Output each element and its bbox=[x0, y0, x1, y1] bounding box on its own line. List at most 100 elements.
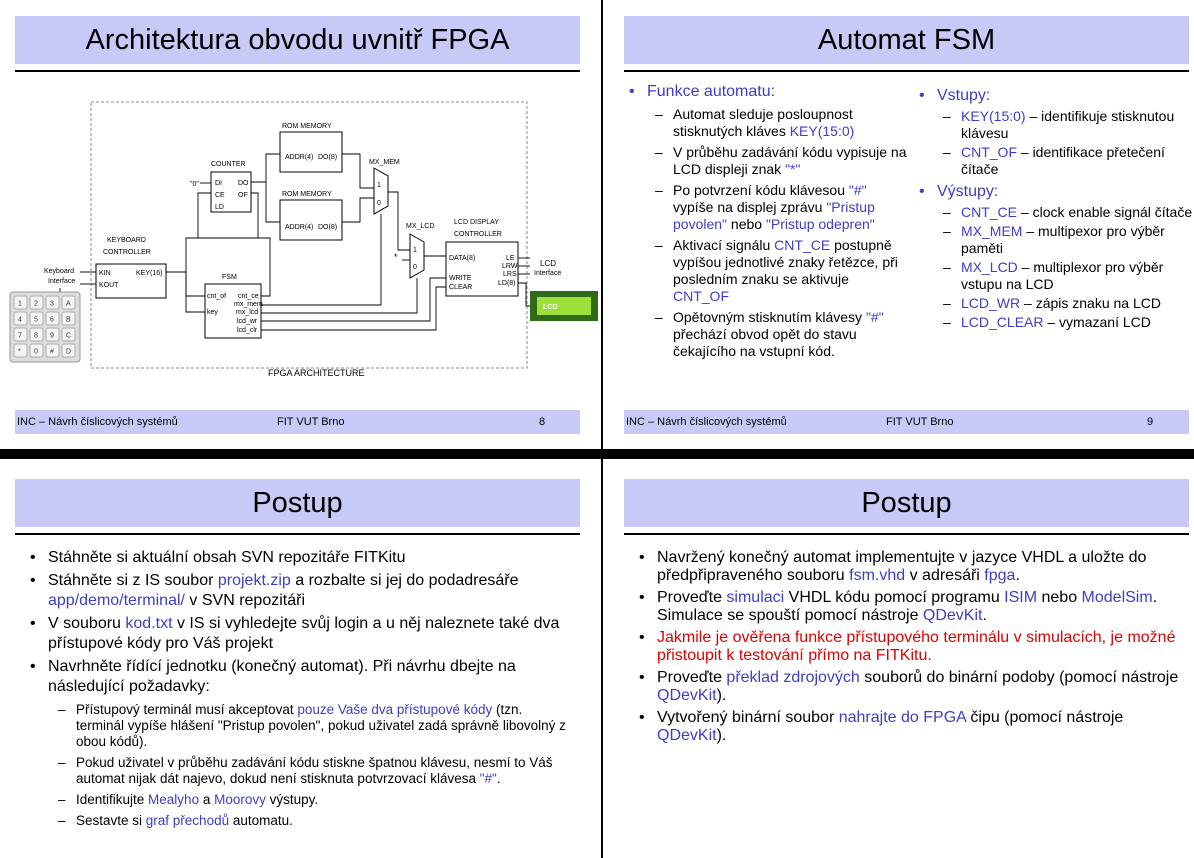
text-run: souborů do binární podoby (pomocí nástro… bbox=[859, 669, 1179, 686]
text-run: pouze Vaše dva přístupové kódy bbox=[297, 702, 493, 717]
fsm-port-lcd-clr: lcd_clr bbox=[237, 327, 258, 334]
text-run: v adresáři bbox=[905, 567, 985, 584]
text-run: QDevKit bbox=[657, 687, 717, 704]
mx-mem-in1: 1 bbox=[377, 182, 381, 189]
text-run: "Pristup odepren" bbox=[765, 216, 875, 232]
title-rule bbox=[624, 70, 1189, 72]
step-item: Proveďte překlad zdrojových souborů do b… bbox=[635, 669, 1180, 705]
requirement-item: Sestavte si graf přechodů automatu. bbox=[56, 813, 571, 829]
text-run: Jakmile je ověřena funkce přístupového t… bbox=[657, 629, 1176, 664]
text-run: postupně vypíšou jednotlivé znaky řetězc… bbox=[673, 237, 898, 287]
slide-architecture: Architektura obvodu uvnitř FPGA ROM MEMO… bbox=[0, 0, 601, 449]
text-run: "Pristup povolen" bbox=[673, 199, 875, 232]
input-item: KEY(15:0) – identifikuje stisknutou kláv… bbox=[941, 108, 1193, 142]
counter-port-do: DO bbox=[238, 180, 249, 187]
step-item: Vytvořený binární soubor nahrajte do FPG… bbox=[635, 709, 1180, 745]
lcd-port-lrw: LRW bbox=[502, 263, 518, 270]
kb-port-kout: KOUT bbox=[99, 282, 119, 289]
text-run: Moorovy bbox=[214, 792, 266, 807]
title-rule bbox=[15, 70, 580, 72]
slide-postup-2: Postup Navržený konečný automat implemen… bbox=[603, 459, 1194, 858]
text-run: – identifikace přetečení čítače bbox=[961, 144, 1165, 177]
keypad-key-label: 8 bbox=[34, 333, 38, 340]
text-run: překlad zdrojových bbox=[726, 669, 860, 686]
text-run: Pokud uživatel v průběhu zadávání kódu s… bbox=[76, 755, 553, 786]
slide-title: Architektura obvodu uvnitř FPGA bbox=[15, 16, 580, 64]
text-run: Identifikujte bbox=[76, 792, 149, 807]
text-run: MX_MEM bbox=[961, 223, 1023, 239]
keypad-key-label: 7 bbox=[18, 333, 22, 340]
rom1-port-addr: ADDR(4) bbox=[285, 154, 313, 161]
counter-input: "0" bbox=[190, 181, 199, 188]
keypad-key bbox=[29, 343, 44, 358]
function-item: Po potvrzení kódu klávesou "#" vypíše na… bbox=[653, 182, 907, 233]
mx-mem-label: MX_MEM bbox=[369, 159, 400, 166]
keypad-key-label: 5 bbox=[34, 317, 38, 324]
lcd-title-1: LCD DISPLAY bbox=[454, 219, 499, 226]
text-run: KEY(15:0) bbox=[961, 108, 1026, 124]
text-run: "#" bbox=[479, 771, 497, 786]
function-heading: Funkce automatu: bbox=[625, 82, 907, 102]
vertical-divider bbox=[601, 0, 603, 449]
text-run: projekt.zip bbox=[217, 572, 291, 589]
fsm-port-mx-lcd: mx_lcd bbox=[236, 309, 258, 316]
function-item: Opětovným stisknutím klávesy "#" přecház… bbox=[653, 309, 907, 360]
text-run: graf přechodů bbox=[145, 813, 230, 828]
keypad-key-label: C bbox=[66, 333, 71, 340]
fsm-function-column: Funkce automatu: Automat sleduje posloup… bbox=[625, 82, 907, 360]
slide-fsm: Automat FSM Funkce automatu: Automat sle… bbox=[603, 0, 1194, 449]
kb-ext-2: Interface bbox=[48, 278, 75, 285]
keypad-key bbox=[61, 311, 76, 326]
kb-title-2: CONTROLLER bbox=[103, 249, 151, 256]
text-run: kod.txt bbox=[125, 615, 173, 632]
requirements-list: Přístupový terminál musí akceptovat pouz… bbox=[56, 702, 571, 829]
keypad-key bbox=[29, 311, 44, 326]
footer-page: 8 bbox=[539, 416, 546, 428]
requirement-item: Identifikujte Mealyho a Moorovy výstupy. bbox=[56, 792, 571, 808]
keypad-key-label: 4 bbox=[18, 317, 22, 324]
text-run: KEY(15:0) bbox=[789, 123, 855, 139]
keypad-key-label: 1 bbox=[18, 301, 22, 308]
keypad-key-label: D bbox=[66, 349, 71, 356]
text-run: QDevKit bbox=[657, 727, 717, 744]
slide-title: Postup bbox=[624, 479, 1189, 527]
kb-ext-1: Keyboard bbox=[44, 268, 74, 275]
text-run: CNT_CE bbox=[774, 237, 831, 253]
keypad-key bbox=[13, 343, 28, 358]
lcd-screen-text: LCD bbox=[543, 304, 557, 311]
footer-school: FIT VUT Brno bbox=[886, 416, 954, 428]
keypad-key-label: 3 bbox=[50, 301, 54, 308]
counter-port-of: OF bbox=[238, 192, 248, 199]
horizontal-divider bbox=[0, 449, 1194, 459]
text-run: Stáhněte si z IS soubor bbox=[48, 572, 218, 589]
lcd-port-data: DATA(8) bbox=[449, 255, 475, 262]
text-run: simulaci bbox=[726, 589, 785, 606]
outputs-list: CNT_CE – clock enable signál čítačeMX_ME… bbox=[941, 204, 1193, 331]
function-item: V průběhu zadávání kódu vypisuje na LCD … bbox=[653, 144, 907, 178]
keypad-key-label: * bbox=[18, 349, 21, 356]
slide-footer: INC – Návrh číslicových systémů FIT VUT … bbox=[624, 410, 1189, 434]
fsm-port-cnt-ce: cnt_ce bbox=[238, 293, 259, 300]
slide-postup-1: Postup Stáhněte si aktuální obsah SVN re… bbox=[0, 459, 601, 858]
keypad-key-label: A bbox=[66, 301, 71, 308]
text-run: fsm.vhd bbox=[849, 567, 906, 584]
text-run: CNT_OF bbox=[961, 144, 1017, 160]
text-run: V průběhu zadávání kódu vypisuje na LCD … bbox=[673, 144, 907, 177]
text-run: – vymazaní LCD bbox=[1043, 314, 1151, 330]
text-run: "#" bbox=[865, 309, 884, 325]
keypad-key bbox=[13, 295, 28, 310]
requirement-item: Přístupový terminál musí akceptovat pouz… bbox=[56, 702, 571, 750]
lcd-ext-1: LCD bbox=[540, 259, 556, 268]
fsm-io-column: Vstupy: KEY(15:0) – identifikuje stisknu… bbox=[915, 86, 1193, 331]
steps-content: Navržený konečný automat implementujte v… bbox=[635, 545, 1180, 745]
text-run: nahrajte do FPGA bbox=[838, 709, 966, 726]
text-run: nebo bbox=[727, 216, 766, 232]
output-item: LCD_WR – zápis znaku na LCD bbox=[941, 295, 1193, 312]
output-item: CNT_CE – clock enable signál čítače bbox=[941, 204, 1193, 221]
rom2-port-do: DO(8) bbox=[318, 224, 337, 231]
step-item: Navrhněte řídící jednotku (konečný autom… bbox=[26, 657, 571, 697]
text-run: Navržený konečný automat implementujte v… bbox=[657, 549, 1147, 584]
fsm-port-key: key bbox=[207, 309, 218, 316]
text-run: – clock enable signál čítače bbox=[1017, 204, 1193, 220]
text-run: VHDL kódu pomocí programu bbox=[784, 589, 1005, 606]
